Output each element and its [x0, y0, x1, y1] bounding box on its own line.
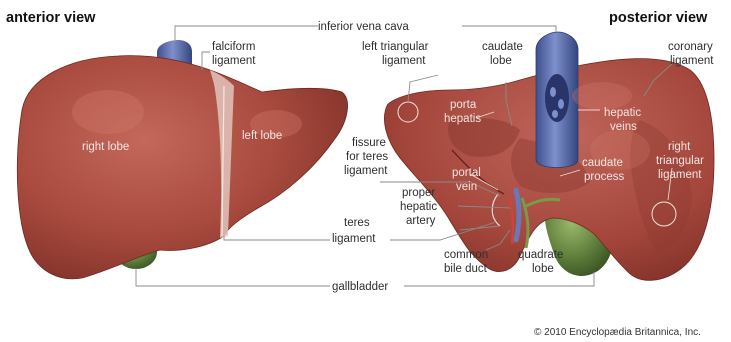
copyright-credit: © 2010 Encyclopædia Britannica, Inc. — [534, 327, 701, 338]
label-porta-hepatis-line-1: porta — [450, 99, 477, 111]
anterior-view-title: anterior view — [6, 10, 96, 26]
anterior-liver-body — [17, 56, 347, 279]
label-proper-hepatic-line-3: artery — [406, 215, 436, 227]
label-falciform-line-2: ligament — [212, 55, 256, 67]
label-proper-hepatic-line-2: hepatic — [400, 201, 437, 213]
label-inferior-vena-cava: inferior vena cava — [318, 21, 409, 33]
label-proper-hepatic-line-1: proper — [402, 187, 435, 199]
label-common-bile-duct-line-2: bile duct — [444, 263, 488, 275]
label-left-triangular-line-1: left triangular — [362, 41, 429, 53]
label-portal-vein-line-2: vein — [456, 181, 477, 193]
label-porta-hepatis-line-2: hepatis — [444, 113, 481, 125]
label-hepatic-veins-line-1: hepatic — [604, 107, 641, 119]
label-caudate-process-line-2: process — [584, 171, 625, 183]
label-coronary-line-2: ligament — [670, 55, 714, 67]
label-right-triangular-line-2: triangular — [656, 155, 704, 167]
label-quadrate-lobe-line-2: lobe — [532, 263, 554, 275]
label-gallbladder: gallbladder — [332, 281, 388, 293]
label-quadrate-lobe-line-1: quadrate — [518, 249, 563, 261]
posterior-view-title: posterior view — [609, 10, 708, 26]
label-teres-line-1: teres — [344, 217, 370, 229]
anterior-liver — [17, 40, 347, 279]
label-left-triangular-line-2: ligament — [382, 55, 426, 67]
label-right-triangular-line-3: ligament — [658, 169, 702, 181]
label-common-bile-duct-line-1: common — [444, 249, 488, 261]
label-caudate-lobe-line-2: lobe — [490, 55, 512, 67]
label-fissure-line-1: fissure — [352, 137, 386, 149]
label-portal-vein-line-1: portal — [452, 167, 481, 179]
label-right-triangular-line-1: right — [668, 141, 691, 153]
label-fissure-line-2: for teres — [346, 151, 388, 163]
label-left-lobe: left lobe — [242, 130, 282, 142]
label-coronary-line-1: coronary — [668, 41, 713, 53]
label-fissure-line-3: ligament — [344, 165, 388, 177]
label-caudate-lobe-line-1: caudate — [482, 41, 523, 53]
label-hepatic-veins-line-2: veins — [610, 121, 637, 133]
label-teres-line-2: ligament — [332, 233, 376, 245]
label-caudate-process-line-1: caudate — [582, 157, 623, 169]
label-right-lobe: right lobe — [82, 141, 129, 153]
label-falciform-line-1: falciform — [212, 41, 255, 53]
